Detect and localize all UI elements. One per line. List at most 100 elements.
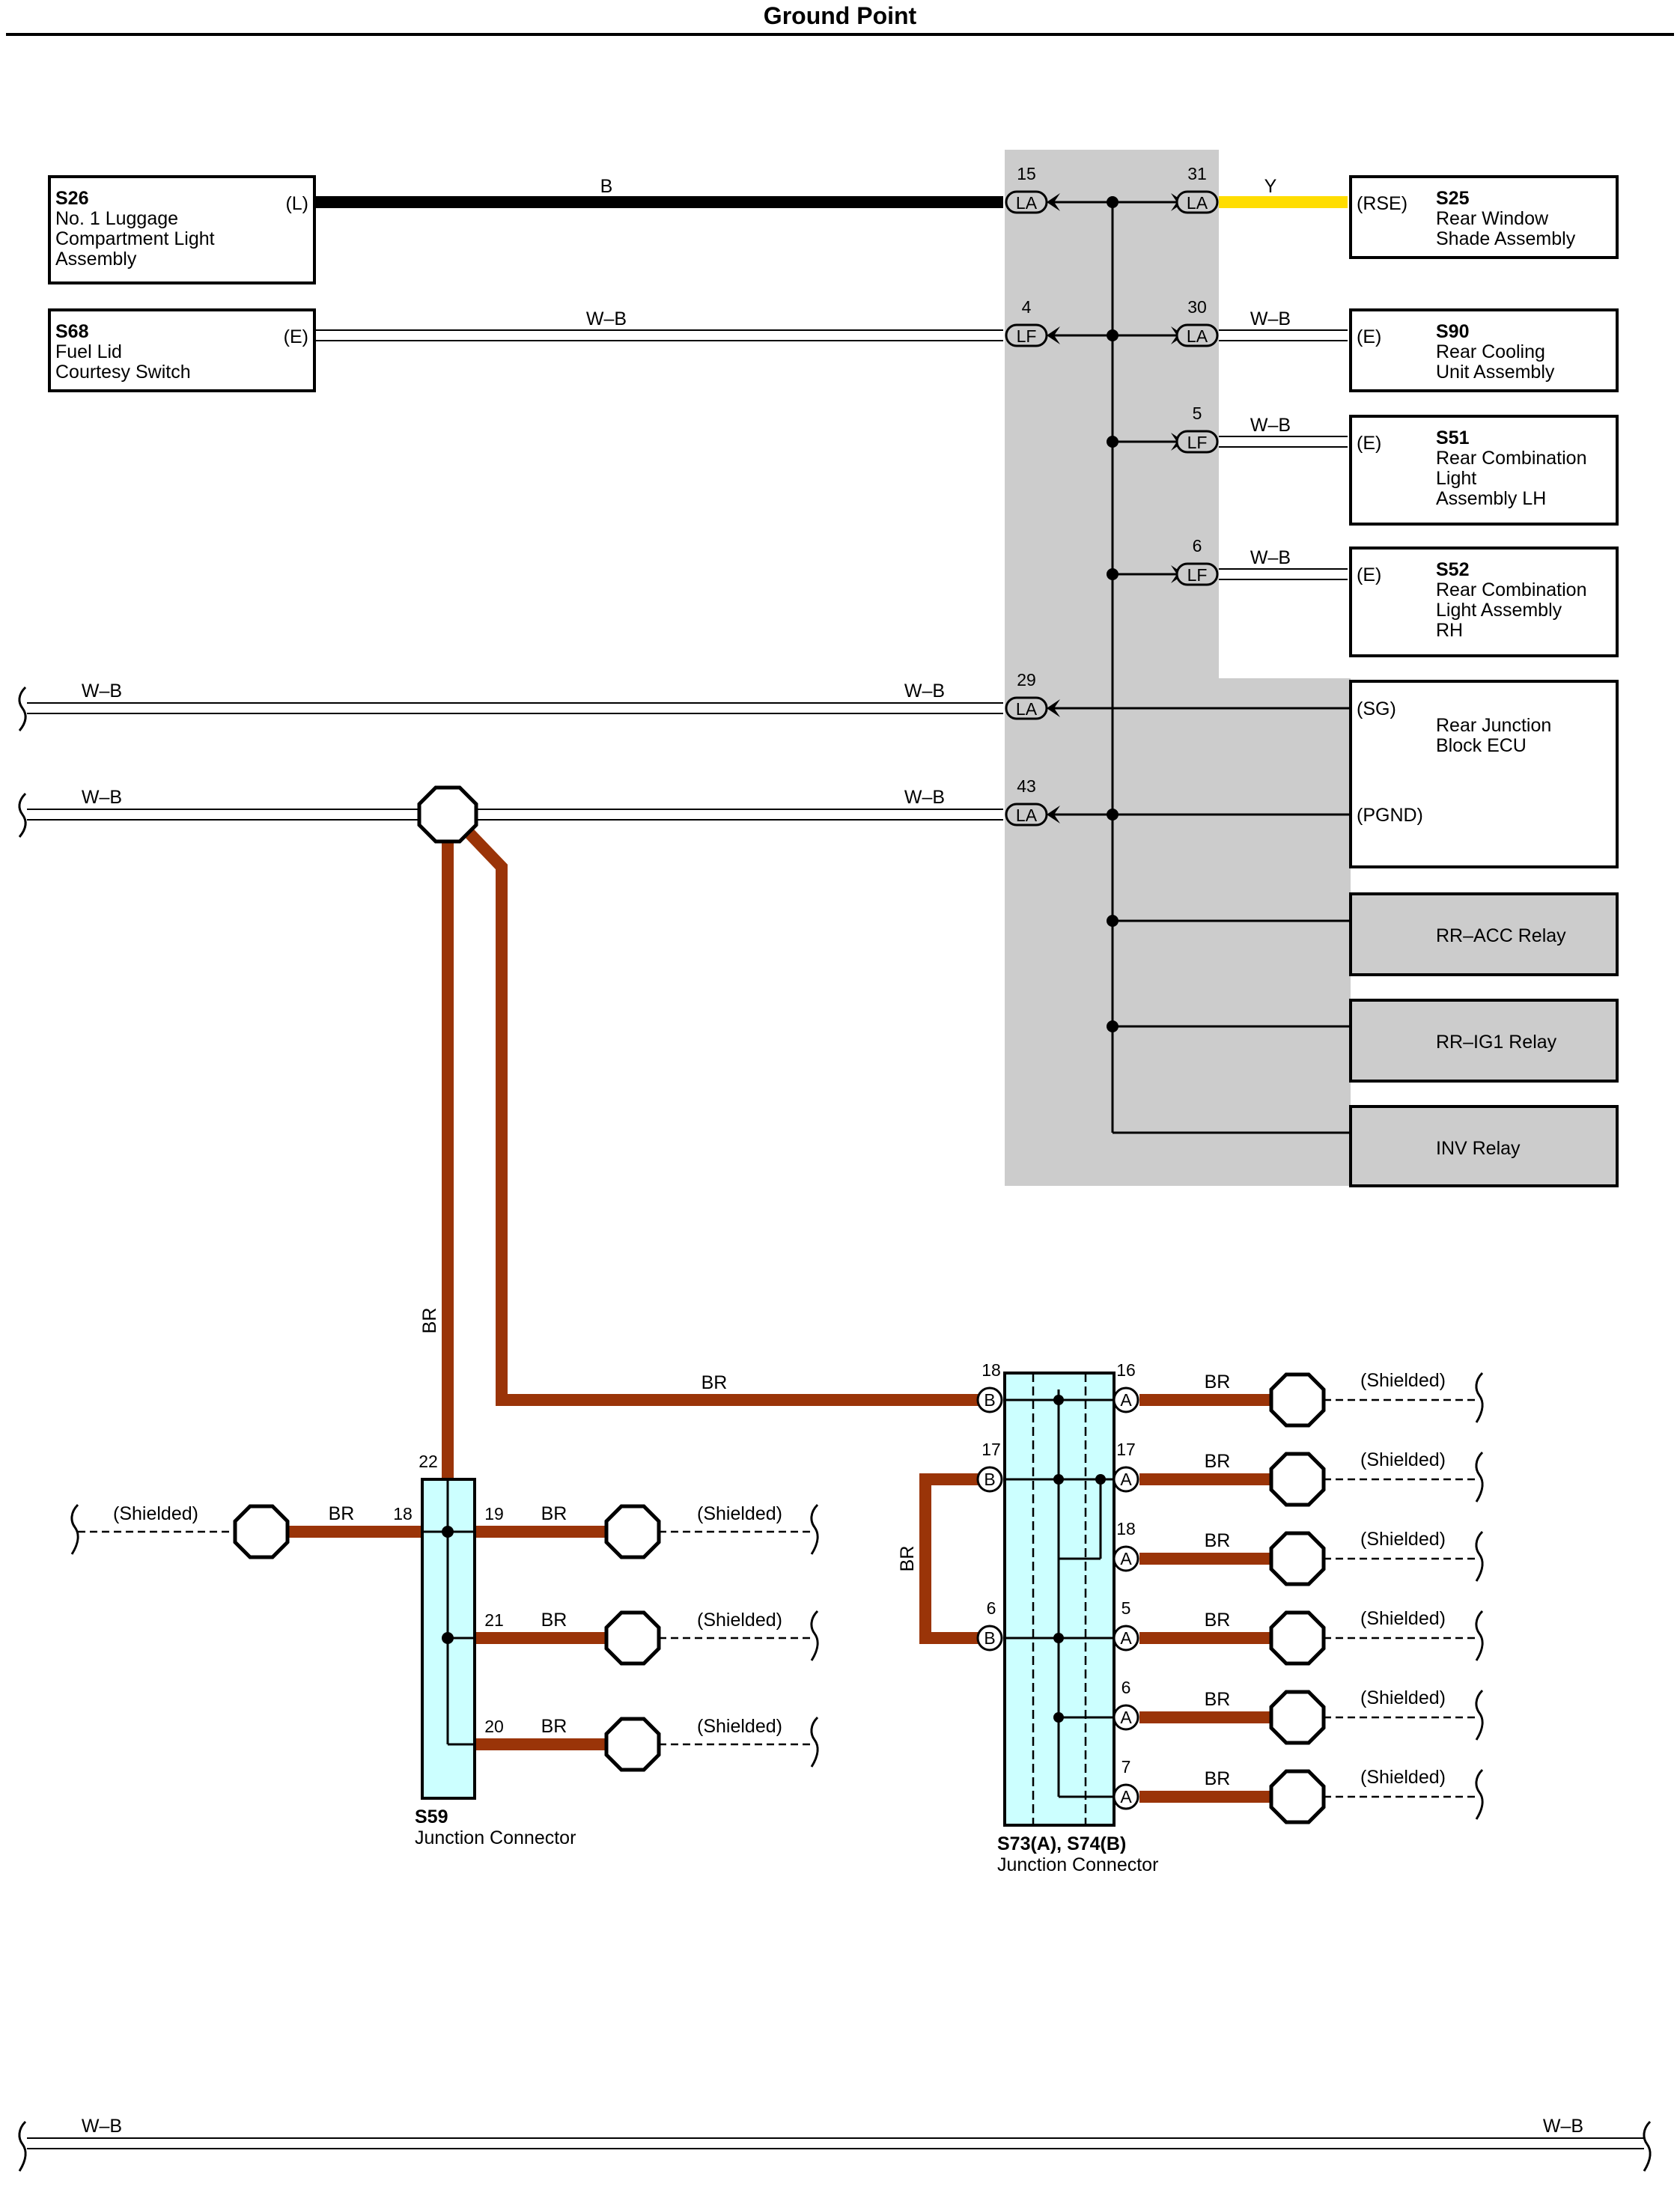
svg-text:B: B	[984, 1390, 995, 1410]
splice-point-octagon	[417, 785, 478, 844]
s59-shield-octagons	[233, 1504, 661, 1772]
component-s52: (E) S52 Rear Combination Light Assembly …	[1349, 547, 1619, 657]
relay-rr-acc: RR–ACC Relay	[1349, 892, 1619, 976]
connector-4: LF 4	[1005, 297, 1048, 347]
wb-wire-bottom	[27, 2137, 1644, 2149]
svg-text:5: 5	[1121, 1598, 1131, 1618]
ground-shade-region	[1005, 150, 1351, 1186]
svg-text:Assembly: Assembly	[55, 249, 137, 270]
svg-text:17: 17	[1116, 1440, 1136, 1459]
svg-text:Unit Assembly: Unit Assembly	[1436, 362, 1555, 383]
relay-inv: INV Relay	[1349, 1105, 1619, 1187]
s73-shield-octagons	[1269, 1372, 1326, 1824]
br-wires	[287, 828, 1270, 1803]
connector-15-pin: 15	[1017, 164, 1036, 183]
svg-text:(Shielded): (Shielded)	[1360, 1687, 1446, 1708]
wire-break-bottom	[18, 2120, 1652, 2172]
svg-text:Rear Cooling: Rear Cooling	[1436, 341, 1545, 362]
svg-text:(RSE): (RSE)	[1357, 193, 1407, 214]
svg-text:(SG): (SG)	[1357, 698, 1396, 719]
component-s90: (E) S90 Rear Cooling Unit Assembly	[1349, 308, 1619, 392]
s59-pin-21: 21	[484, 1610, 504, 1630]
svg-text:LF: LF	[1187, 565, 1208, 585]
wire-label-wb-s68: W–B	[586, 308, 627, 329]
connector-6: LF 6	[1175, 536, 1219, 586]
s59-pin-22: 22	[419, 1452, 438, 1471]
s59-pin-19: 19	[484, 1504, 504, 1523]
svg-text:(Shielded): (Shielded)	[697, 1503, 782, 1524]
svg-text:A: A	[1120, 1390, 1132, 1410]
wire-label-br-loop: BR	[897, 1546, 918, 1572]
svg-text:LA: LA	[1016, 699, 1038, 719]
svg-text:RR–IG1 Relay: RR–IG1 Relay	[1436, 1032, 1557, 1053]
svg-text:Block ECU: Block ECU	[1436, 735, 1527, 756]
svg-text:INV Relay: INV Relay	[1436, 1138, 1521, 1159]
wire-label-br-horizontal: BR	[701, 1372, 728, 1393]
svg-text:(Shielded): (Shielded)	[1360, 1449, 1446, 1470]
svg-text:Rear Combination: Rear Combination	[1436, 579, 1587, 600]
connector-4-pin: 4	[1022, 297, 1032, 317]
s73-shield-dashed	[1324, 1398, 1479, 1798]
s59-shield-breaks	[70, 1503, 819, 1768]
svg-text:Rear Window: Rear Window	[1436, 208, 1549, 229]
connector-31: LA 31	[1175, 164, 1219, 214]
svg-text:BR: BR	[541, 1503, 567, 1524]
connector-arrows-left	[1047, 193, 1060, 824]
svg-text:BR: BR	[1205, 1768, 1231, 1789]
svg-text:BR: BR	[1205, 1610, 1231, 1631]
svg-text:BR: BR	[1205, 1689, 1231, 1710]
svg-text:(Shielded): (Shielded)	[1360, 1529, 1446, 1550]
wb-wire-s90	[1219, 329, 1348, 341]
connector-31-pin: 31	[1187, 164, 1207, 183]
component-s51: (E) S51 Rear Combination Light Assembly …	[1349, 415, 1619, 526]
ground-bus	[1054, 201, 1351, 1134]
svg-text:A: A	[1120, 1549, 1132, 1568]
s73-br-labels: BR BR BR BR BR BR	[1205, 1372, 1231, 1789]
connector-5-pin: 5	[1193, 404, 1202, 423]
wire-label-wb-s52: W–B	[1250, 547, 1291, 568]
svg-text:Light Assembly: Light Assembly	[1436, 600, 1562, 621]
svg-text:BR: BR	[1205, 1451, 1231, 1472]
svg-text:A: A	[1120, 1470, 1132, 1489]
svg-text:S52: S52	[1436, 559, 1469, 580]
svg-text:(Shielded): (Shielded)	[1360, 1767, 1446, 1788]
svg-text:Assembly LH: Assembly LH	[1436, 488, 1546, 509]
svg-text:BR: BR	[1205, 1530, 1231, 1551]
svg-text:LA: LA	[1016, 806, 1038, 825]
svg-text:Courtesy Switch: Courtesy Switch	[55, 362, 191, 383]
s73-shield-labels: (Shielded) (Shielded) (Shielded) (Shield…	[1360, 1370, 1446, 1788]
svg-text:18: 18	[1116, 1519, 1136, 1538]
svg-text:S90: S90	[1436, 321, 1469, 342]
svg-text:No. 1 Luggage: No. 1 Luggage	[55, 208, 178, 229]
svg-text:S59: S59	[415, 1806, 448, 1827]
svg-text:18: 18	[981, 1360, 1001, 1380]
component-s68: S68 Fuel Lid Courtesy Switch (E)	[48, 308, 316, 392]
svg-text:Fuel Lid: Fuel Lid	[55, 341, 122, 362]
junction-connector-s59: S59 Junction Connector 22 18 19 21 20	[393, 1452, 576, 1848]
svg-text:(Shielded): (Shielded)	[1360, 1608, 1446, 1629]
wire-label-wb-29-left: W–B	[82, 681, 122, 701]
svg-text:16: 16	[1116, 1360, 1136, 1380]
wb-wire-29	[27, 702, 1003, 714]
svg-text:LF: LF	[1017, 326, 1037, 346]
s73-right-pins: A 16 A 17 A 18 A 5 A 6 A 7	[1113, 1360, 1139, 1810]
connector-43: LA 43	[1005, 776, 1048, 827]
svg-text:Shade Assembly: Shade Assembly	[1436, 228, 1576, 249]
component-s25: (RSE) S25 Rear Window Shade Assembly	[1349, 175, 1619, 259]
svg-text:(Shielded): (Shielded)	[697, 1716, 782, 1737]
wire-label-wb-43-right: W–B	[904, 787, 945, 808]
wire-label-wb-bottom-right: W–B	[1543, 2116, 1583, 2137]
connector-30: LA 30	[1175, 297, 1219, 347]
s73-shield-breaks	[1475, 1372, 1484, 1820]
svg-text:6: 6	[987, 1598, 996, 1618]
wire-label-wb-s51: W–B	[1250, 415, 1291, 436]
wire-label-wb-43-left: W–B	[82, 787, 122, 808]
svg-text:(Shielded): (Shielded)	[1360, 1370, 1446, 1391]
wire-label-br-vertical: BR	[419, 1308, 440, 1334]
s59-shield-dashed	[78, 1530, 815, 1746]
svg-text:BR: BR	[541, 1716, 567, 1737]
svg-text:RH: RH	[1436, 620, 1463, 641]
connector-15: LA 15	[1005, 164, 1048, 214]
connector-30-pin: 30	[1187, 297, 1207, 317]
svg-text:Light: Light	[1436, 468, 1476, 489]
